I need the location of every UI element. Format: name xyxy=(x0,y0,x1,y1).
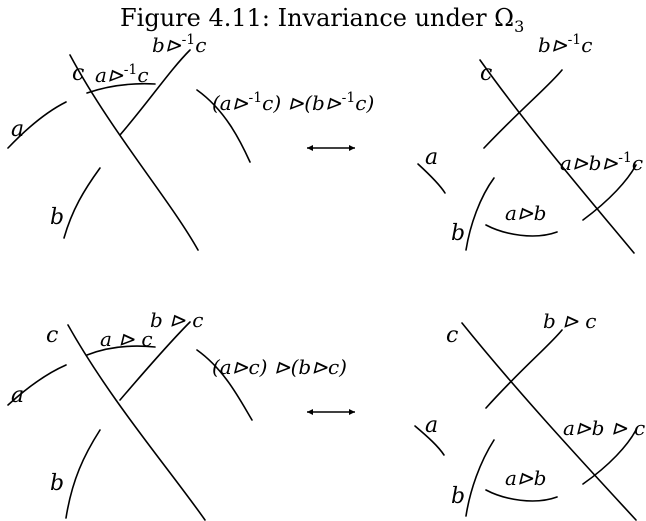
strand-a-lower xyxy=(582,164,637,221)
strand-c xyxy=(479,59,635,254)
label-b: b xyxy=(451,484,465,509)
strand-b-upper xyxy=(119,49,191,136)
label-c: c xyxy=(72,61,84,86)
strand-c xyxy=(69,54,199,251)
strand-b-lower xyxy=(63,167,101,239)
label-arc: a ⊳ c xyxy=(100,327,153,351)
strand-b-lower xyxy=(465,439,495,517)
strand-a-arc xyxy=(86,82,156,94)
strand-c xyxy=(67,324,206,521)
caption-subscript: 3 xyxy=(514,17,524,36)
label-c: c xyxy=(446,323,458,348)
label-top: b⊳-1c xyxy=(152,32,206,57)
label-a: a xyxy=(11,383,24,408)
label-b: b xyxy=(50,471,64,496)
label-top: b ⊳ c xyxy=(543,309,596,333)
label-b: b xyxy=(50,205,64,230)
diagram-top-right: c a b b⊳-1c a⊳b⊳-1c a⊳b xyxy=(417,32,643,254)
label-top: b⊳-1c xyxy=(538,32,592,57)
diagram-bottom-left: c a b b ⊳ c a ⊳ c (a⊳c) ⊳(b⊳c) xyxy=(7,308,347,521)
label-arc: a⊳b xyxy=(505,466,546,490)
strand-b-lower xyxy=(465,177,495,251)
strand-a-arc xyxy=(86,345,156,356)
label-mid: a⊳b ⊳ c xyxy=(563,416,645,440)
label-a: a xyxy=(11,117,24,142)
strand-b-upper xyxy=(417,163,446,194)
caption-text: Figure 4.11: Invariance under Ω xyxy=(120,4,514,32)
label-c: c xyxy=(480,61,492,86)
strand-a-upper xyxy=(196,89,251,163)
strand-a-lower xyxy=(582,429,637,485)
strand-a-upper xyxy=(485,329,563,409)
strand-b-upper xyxy=(119,321,191,401)
label-mid: a⊳b⊳-1c xyxy=(560,150,643,175)
label-top: b ⊳ c xyxy=(150,308,203,332)
strand-b-upper xyxy=(414,425,445,456)
label-arc: a⊳b xyxy=(505,201,546,225)
strand-a-lower xyxy=(7,101,67,149)
diagram-top-left: c a b b⊳-1c a⊳-1c (a⊳-1c) ⊳(b⊳-1c) xyxy=(7,32,374,251)
label-c: c xyxy=(46,323,58,348)
diagram-bottom-right: c a b b ⊳ c a⊳b ⊳ c a⊳b xyxy=(414,309,645,521)
label-b: b xyxy=(451,221,465,246)
label-right: (a⊳c) ⊳(b⊳c) xyxy=(212,355,347,379)
strand-a-arc xyxy=(485,489,558,502)
strand-b-lower xyxy=(65,429,101,519)
label-a: a xyxy=(425,413,438,438)
label-a: a xyxy=(425,145,438,170)
label-right: (a⊳-1c) ⊳(b⊳-1c) xyxy=(212,90,374,115)
figure-caption: Figure 4.11: Invariance under Ω3 xyxy=(120,4,524,36)
strand-a-arc xyxy=(485,224,558,237)
label-arc: a⊳-1c xyxy=(95,62,149,87)
strand-a-upper xyxy=(196,349,253,421)
strand-a-upper xyxy=(483,69,563,149)
strand-a-lower xyxy=(7,364,67,406)
strand-c xyxy=(461,322,637,521)
